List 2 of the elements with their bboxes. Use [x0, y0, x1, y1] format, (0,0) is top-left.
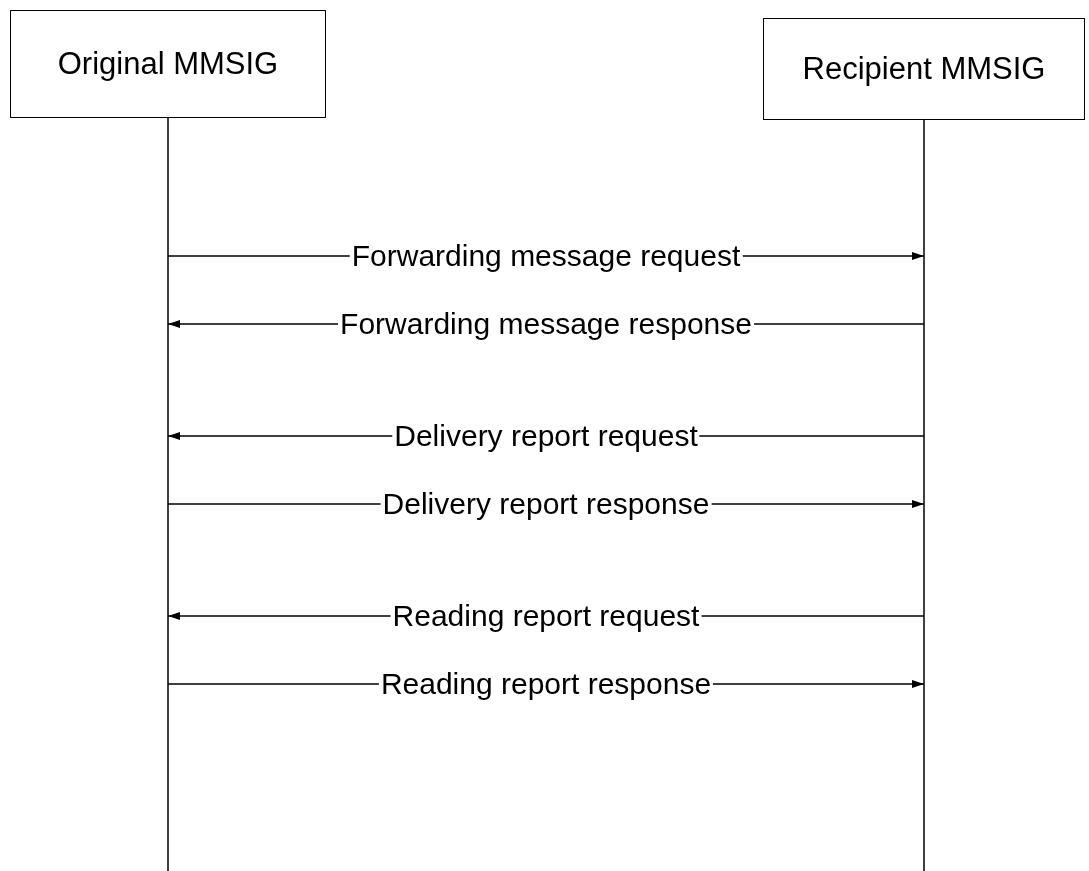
participant-box: Recipient MMSIG: [763, 18, 1085, 120]
participant-box: Original MMSIG: [10, 10, 326, 118]
